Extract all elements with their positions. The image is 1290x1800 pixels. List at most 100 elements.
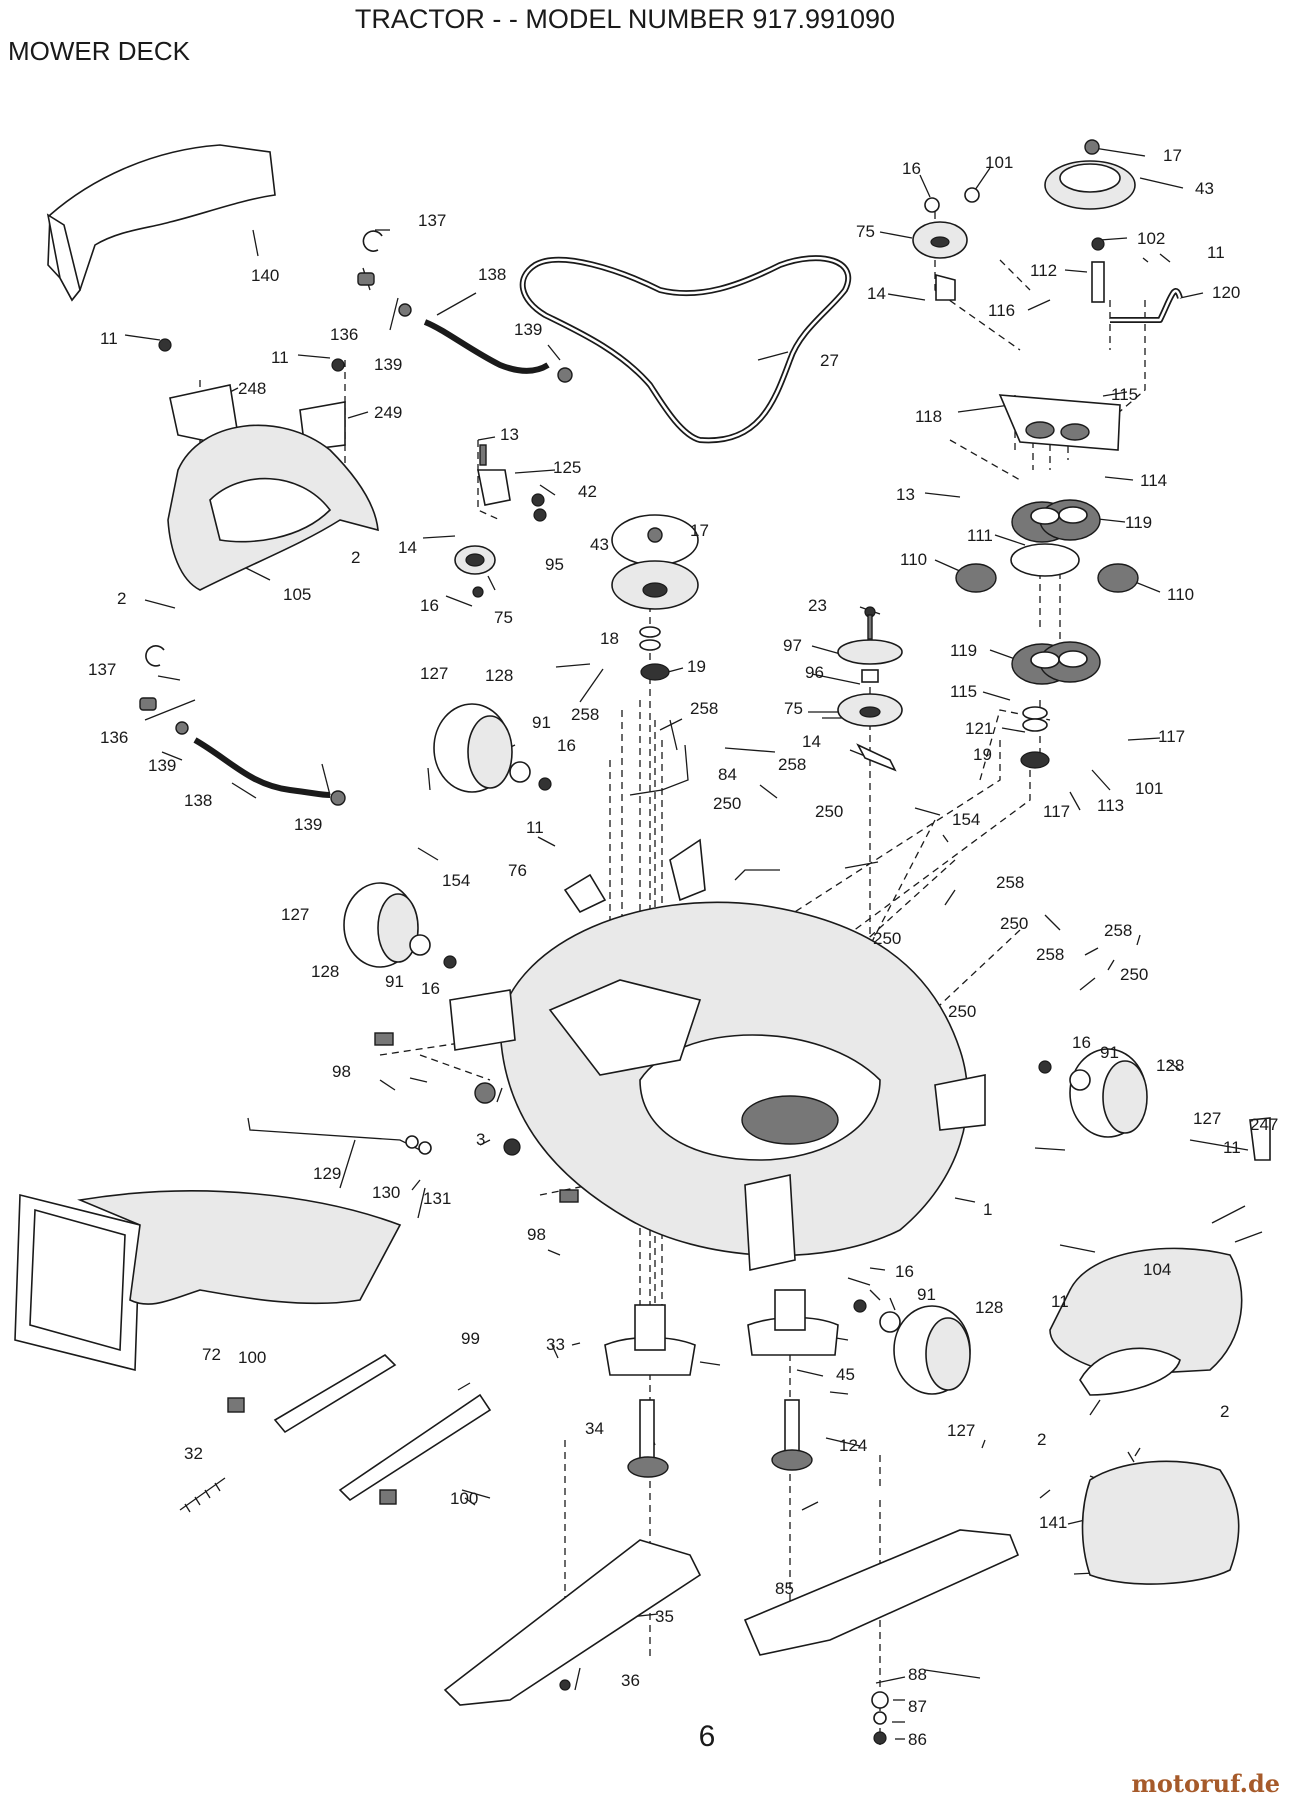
callout-128: 128 [1156,1056,1184,1075]
callout-14: 14 [867,284,886,303]
callout-250: 250 [1120,965,1148,984]
callout-13: 13 [896,485,915,504]
callout-101: 101 [1135,779,1163,798]
callout-154: 154 [952,810,980,829]
callout-99: 99 [461,1329,480,1348]
callout-85: 85 [775,1579,794,1598]
callout-98: 98 [332,1062,351,1081]
callout-11: 11 [100,329,118,348]
callout-11: 11 [271,348,289,367]
callout-258: 258 [1104,921,1132,940]
callout-2: 2 [117,589,126,608]
callout-258: 258 [690,699,718,718]
callout-113: 113 [1097,796,1124,815]
callout-18: 18 [600,629,619,648]
callout-91: 91 [385,972,404,991]
callout-250: 250 [713,794,741,813]
callout-154: 154 [442,871,470,890]
callout-139: 139 [374,355,402,374]
callout-96: 96 [805,663,824,682]
callout-86: 86 [908,1730,927,1749]
callout-95: 95 [545,555,564,574]
callout-127: 127 [947,1421,975,1440]
callout-139: 139 [148,756,176,775]
callout-42: 42 [578,482,597,501]
callout-16: 16 [421,979,440,998]
callout-250: 250 [873,929,901,948]
callout-250: 250 [948,1002,976,1021]
callout-247: 247 [1250,1115,1278,1134]
callout-121: 121 [965,719,993,738]
callout-115: 115 [1111,385,1138,404]
callout-75: 75 [494,608,513,627]
page-number: 6 [699,1720,716,1753]
callout-127: 127 [281,905,309,924]
callout-19: 19 [973,745,992,764]
callout-248: 248 [238,379,266,398]
callout-119: 119 [1125,513,1152,532]
section-title: MOWER DECK [8,36,191,66]
callout-14: 14 [802,732,821,751]
callout-16: 16 [557,736,576,755]
callout-43: 43 [1195,179,1214,198]
callout-250: 250 [1000,914,1028,933]
callout-34: 34 [585,1419,604,1438]
callout-114: 114 [1140,471,1167,490]
callout-91: 91 [532,713,551,732]
watermark-logo: motoruf.de [1132,1769,1280,1798]
callout-100: 100 [450,1489,478,1508]
callout-11: 11 [1223,1138,1241,1157]
callout-75: 75 [856,222,875,241]
callout-91: 91 [917,1285,936,1304]
callout-17: 17 [690,521,709,540]
callout-250: 250 [815,802,843,821]
callout-131: 131 [423,1189,451,1208]
callout-115: 115 [950,682,977,701]
callout-112: 112 [1030,261,1057,280]
callout-16: 16 [1072,1033,1091,1052]
callout-129: 129 [313,1164,341,1183]
callout-72: 72 [202,1345,221,1364]
callout-2: 2 [1037,1430,1046,1449]
callout-88: 88 [908,1665,927,1684]
part-drawings [14,139,1271,1745]
callout-258: 258 [778,755,806,774]
callout-35: 35 [655,1607,674,1626]
callout-91: 91 [1100,1043,1119,1062]
callout-117: 117 [1158,727,1185,746]
callout-127: 127 [1193,1109,1221,1128]
callout-11: 11 [526,818,544,837]
callout-130: 130 [372,1183,400,1202]
callout-1: 1 [983,1200,992,1219]
callout-138: 138 [478,265,506,284]
callout-111: 111 [967,526,993,545]
callout-11: 11 [1051,1292,1069,1311]
callout-3: 3 [476,1130,485,1149]
callout-125: 125 [553,458,581,477]
callout-139: 139 [514,320,542,339]
callout-258: 258 [571,705,599,724]
callout-27: 27 [820,351,839,370]
callout-128: 128 [311,962,339,981]
callout-87: 87 [908,1697,927,1716]
callout-140: 140 [251,266,279,285]
callout-43: 43 [590,535,609,554]
callout-120: 120 [1212,283,1240,302]
callout-118: 118 [915,407,942,426]
callout-116: 116 [988,301,1015,320]
callout-137: 137 [418,211,446,230]
callout-128: 128 [975,1298,1003,1317]
callout-11: 11 [1207,243,1225,262]
callout-258: 258 [996,873,1024,892]
callout-104: 104 [1143,1260,1171,1279]
callout-127: 127 [420,664,448,683]
callout-19: 19 [687,657,706,676]
callout-23: 23 [808,596,827,615]
callout-2: 2 [1220,1402,1229,1421]
callout-139: 139 [294,815,322,834]
callout-102: 102 [1137,229,1165,248]
callout-16: 16 [895,1262,914,1281]
diagram-title: TRACTOR - - MODEL NUMBER 917.991090 [355,4,895,34]
callout-249: 249 [374,403,402,422]
callout-105: 105 [283,585,311,604]
